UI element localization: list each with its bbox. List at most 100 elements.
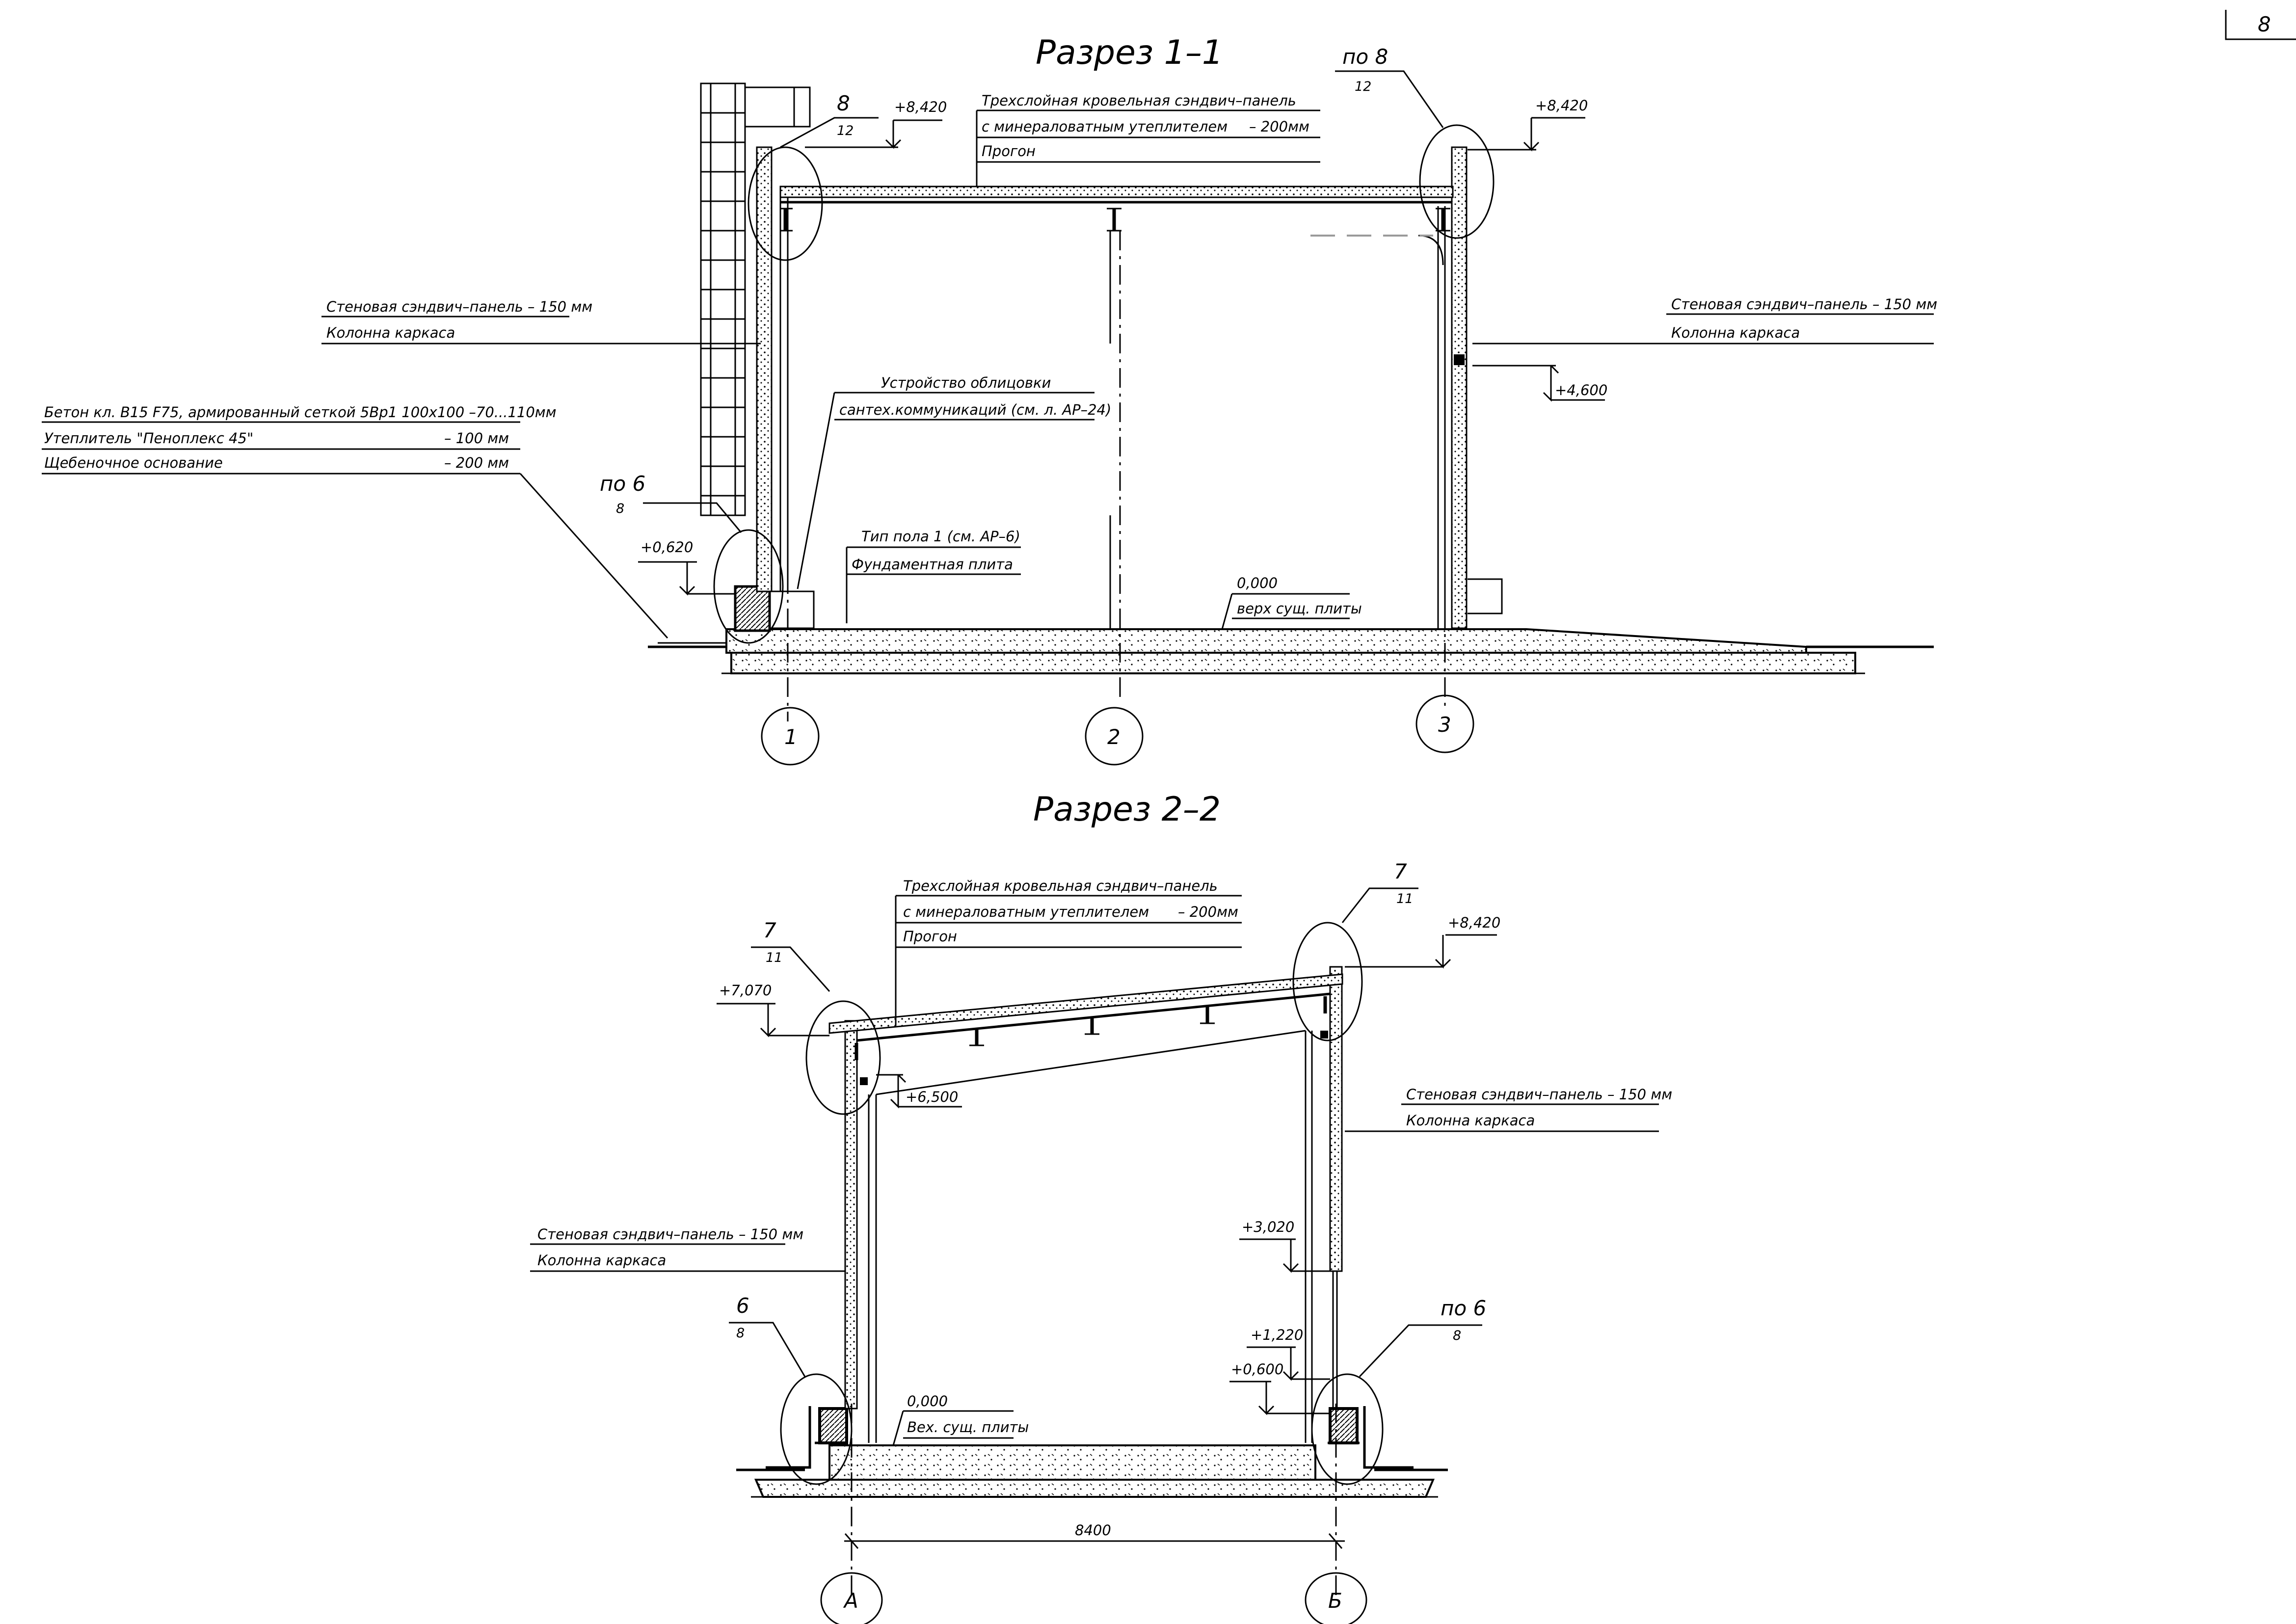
right-wall-notes: Стеновая сэндвич–панель – 150 мм Колонна… <box>1472 296 1937 345</box>
svg-text:с минераловатным утеплителем: с минераловатным утеплителем <box>903 904 1149 920</box>
axis-marker-2: 2 <box>1085 707 1144 766</box>
svg-text:Колонна каркаса: Колонна каркаса <box>1406 1112 1535 1129</box>
svg-text:8: 8 <box>837 91 850 115</box>
right-footing <box>1329 1407 1359 1444</box>
svg-text:Б: Б <box>1328 1589 1342 1613</box>
roof-notes: Трехслойная кровельная сэндвич–панель с … <box>895 878 1242 1026</box>
svg-text:Бетон кл. В15 F75, армированны: Бетон кл. В15 F75, армированный сеткой 5… <box>44 404 557 421</box>
svg-text:+0,620: +0,620 <box>641 539 693 556</box>
svg-text:по 6: по 6 <box>600 472 645 496</box>
svg-text:+4,600: +4,600 <box>1555 382 1607 399</box>
level-mark-3020: +3,020 <box>1239 1219 1330 1273</box>
detail-callout-oval <box>1292 922 1363 1041</box>
level-mark-zero: 0,000 Вех. сущ. плиты <box>892 1393 1029 1446</box>
lining-notes: Устройство облицовки сантех.коммуникаций… <box>797 374 1111 589</box>
bolt-marker <box>1454 354 1465 365</box>
detail-callout-oval <box>748 146 823 261</box>
svg-text:+6,500: +6,500 <box>906 1089 958 1105</box>
svg-text:Прогон: Прогон <box>903 928 957 945</box>
svg-text:Фундаментная плита: Фундаментная плита <box>852 556 1013 573</box>
purlins <box>783 209 1445 231</box>
svg-text:верх сущ. плиты: верх сущ. плиты <box>1237 600 1362 617</box>
level-mark-7070: +7,070 <box>717 982 829 1038</box>
axis-marker-1: 1 <box>761 707 820 766</box>
detail-callout-oval <box>1311 1373 1384 1485</box>
detail-callout-oval <box>713 529 784 644</box>
level-mark-0620: +0,620 <box>638 539 736 596</box>
floor-notes: Тип пола 1 (см. АР–6) Фундаментная плита <box>846 528 1021 623</box>
roof-notes: Трехслойная кровельная сэндвич–панель с … <box>976 92 1320 186</box>
roof-panel <box>828 973 1343 1034</box>
svg-text:сантех.коммуникаций (см. л. АР: сантех.коммуникаций (см. л. АР–24) <box>839 401 1111 418</box>
svg-text:Утеплитель "Пеноплекс 45": Утеплитель "Пеноплекс 45" <box>44 430 253 447</box>
svg-text:Вех. сущ. плиты: Вех. сущ. плиты <box>907 1419 1029 1436</box>
gravel-base <box>730 652 1856 674</box>
svg-text:+8,420: +8,420 <box>894 99 947 115</box>
sheet-number-box: 8 <box>2225 10 2296 40</box>
level-mark-4600: +4,600 <box>1472 365 1607 402</box>
left-column <box>868 1094 877 1443</box>
right-column <box>1305 1031 1313 1443</box>
svg-text:Щебеночное основание: Щебеночное основание <box>44 454 223 471</box>
callout-7-11-left: 7 11 <box>751 918 830 992</box>
section-1-1: Разрез 1–1 <box>42 33 1937 766</box>
detail-callout-oval <box>1419 124 1495 239</box>
callout-6-8-left: 6 8 <box>729 1294 806 1377</box>
level-mark-0600: +0,600 <box>1229 1361 1330 1415</box>
axis-marker-b: Б <box>1305 1572 1367 1624</box>
svg-text:по 8: по 8 <box>1342 45 1388 69</box>
level-mark-8420: +8,420 <box>1345 914 1500 969</box>
purlins <box>854 996 1327 1060</box>
svg-text:0,000: 0,000 <box>907 1393 948 1410</box>
svg-text:+0,600: +0,600 <box>1231 1361 1283 1378</box>
section-2-2: Разрез 2–2 8400 <box>530 790 1672 1624</box>
svg-text:+1,220: +1,220 <box>1251 1327 1303 1343</box>
callout-8-12-right: по 8 12 <box>1335 45 1444 128</box>
foundation-plate <box>725 628 1807 654</box>
section-1-title: Разрез 1–1 <box>1036 33 1223 72</box>
left-wall-notes: Стеновая сэндвич–панель – 150 мм Колонна… <box>321 298 761 345</box>
dimension-value: 8400 <box>1075 1522 1111 1539</box>
left-wall-panel <box>844 1020 858 1410</box>
callout-6-8-right: по 6 8 <box>1359 1296 1486 1378</box>
left-wall-panel <box>756 146 773 592</box>
svg-text:– 200мм: – 200мм <box>1249 118 1309 135</box>
svg-text:12: 12 <box>1355 79 1371 94</box>
svg-text:+7,070: +7,070 <box>719 982 772 999</box>
callout-6-8: по 6 8 <box>600 472 742 533</box>
dimension-8400: 8400 <box>844 1522 1345 1549</box>
right-wall-panel <box>1329 966 1343 1272</box>
svg-text:Колонна каркаса: Колонна каркаса <box>326 324 455 341</box>
svg-text:6: 6 <box>736 1294 749 1318</box>
svg-text:Устройство облицовки: Устройство облицовки <box>881 374 1051 391</box>
svg-text:Колонна каркаса: Колонна каркаса <box>1671 324 1800 341</box>
level-mark-roof-left: +8,420 <box>805 99 947 149</box>
svg-text:11: 11 <box>1396 891 1413 906</box>
left-footing <box>818 1407 848 1444</box>
svg-text:– 100 мм: – 100 мм <box>444 430 509 447</box>
sheet-number: 8 <box>2258 12 2271 36</box>
svg-text:– 200 мм: – 200 мм <box>444 454 509 471</box>
svg-text:+8,420: +8,420 <box>1448 914 1500 931</box>
svg-text:8: 8 <box>616 501 624 516</box>
svg-text:Прогон: Прогон <box>982 143 1036 160</box>
callout-7-11-right: 7 11 <box>1341 859 1418 923</box>
svg-text:7: 7 <box>763 918 776 942</box>
svg-text:0,000: 0,000 <box>1237 575 1278 591</box>
svg-text:3: 3 <box>1438 713 1451 737</box>
svg-text:11: 11 <box>766 950 782 965</box>
level-mark-1220: +1,220 <box>1247 1327 1330 1381</box>
level-mark-6500: +6,500 <box>876 1074 962 1109</box>
svg-text:Стеновая сэндвич–панель – 150: Стеновая сэндвич–панель – 150 мм <box>537 1226 803 1243</box>
svg-text:Стеновая сэндвич–панель – 150: Стеновая сэндвич–панель – 150 мм <box>1406 1086 1672 1103</box>
svg-text:7: 7 <box>1394 859 1407 883</box>
right-wall-panel <box>1451 146 1468 629</box>
svg-text:Тип пола 1 (см. АР–6): Тип пола 1 (см. АР–6) <box>861 528 1020 545</box>
axis-marker-a: А <box>820 1572 883 1624</box>
svg-text:– 200мм: – 200мм <box>1178 904 1238 920</box>
svg-text:Стеновая сэндвич–панель – 150: Стеновая сэндвич–панель – 150 мм <box>326 298 592 315</box>
level-mark-zero: 0,000 верх сущ. плиты <box>1221 575 1362 630</box>
base-notes: Бетон кл. В15 F75, армированный сеткой 5… <box>42 404 668 639</box>
gravel-base <box>754 1479 1435 1498</box>
